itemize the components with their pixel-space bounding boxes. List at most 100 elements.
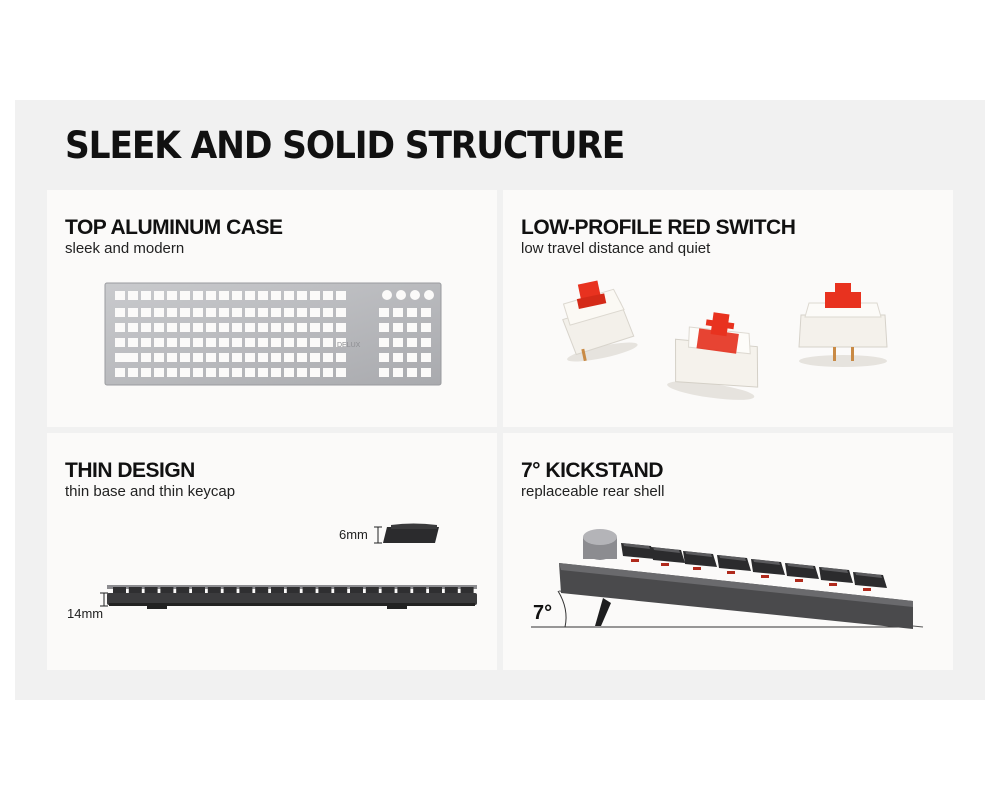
plate-hole — [393, 308, 403, 317]
plate-hole — [219, 323, 229, 332]
feature-panel: SLEEK AND SOLID STRUCTURE TOP ALUMINUM C… — [15, 100, 985, 700]
plate-hole — [167, 323, 177, 332]
plate-hole — [284, 368, 294, 377]
keycap-side — [176, 587, 190, 594]
plate-hole — [271, 353, 281, 362]
plate-hole — [206, 353, 216, 362]
plate-hole — [167, 291, 177, 300]
plate-hole — [180, 368, 190, 377]
card-title: 7° KICKSTAND — [521, 459, 664, 482]
keycap — [717, 555, 751, 574]
keycap — [651, 547, 685, 566]
plate-hole — [323, 291, 333, 300]
plate-hole — [336, 323, 346, 332]
kickstand-angle-label: 7° — [533, 602, 552, 624]
card-title: LOW-PROFILE RED SWITCH — [521, 216, 796, 239]
plate-hole — [128, 323, 138, 332]
keycap-side — [413, 587, 427, 594]
plate-hole — [141, 323, 151, 332]
plate-hole — [407, 338, 417, 347]
plate-hole — [141, 308, 151, 317]
keycap-side — [302, 587, 316, 594]
plate-hole — [421, 323, 431, 332]
plate-hole — [379, 353, 389, 362]
thin-keyboard-image: 6mm 14mm — [67, 523, 477, 621]
plate-hole — [115, 308, 125, 317]
plate-hole — [421, 338, 431, 347]
plate-hole — [297, 338, 307, 347]
card-kickstand: 7° KICKSTAND replaceable rear shell 7° — [503, 433, 953, 670]
plate-hole — [141, 368, 151, 377]
keycap-side — [397, 587, 411, 594]
plate-hole — [245, 368, 255, 377]
plate-hole — [167, 353, 177, 362]
plate-hole — [297, 291, 307, 300]
keycap — [853, 572, 887, 591]
plate-hole — [115, 291, 125, 300]
switch-left — [562, 280, 638, 362]
plate-hole — [284, 338, 294, 347]
plate-hole — [154, 291, 164, 300]
plate-hole — [284, 291, 294, 300]
card-subtitle: sleek and modern — [65, 240, 185, 257]
plate-hole — [310, 291, 320, 300]
keycap-side — [286, 587, 300, 594]
keycap-side — [271, 587, 284, 594]
plate-hole — [310, 353, 320, 362]
plate-hole — [297, 323, 307, 332]
keycap — [819, 567, 853, 586]
keycap-side — [334, 587, 348, 594]
plate-hole — [115, 353, 133, 362]
plate-hole — [115, 338, 125, 347]
keycap-side — [381, 587, 395, 594]
plate-hole — [154, 323, 164, 332]
switch-right — [798, 283, 888, 367]
plate-hole — [379, 323, 389, 332]
plate-hole — [245, 323, 255, 332]
keycap-shape — [383, 527, 439, 543]
plate-hole — [206, 291, 216, 300]
plate-hole — [323, 368, 333, 377]
keycap-side — [444, 587, 458, 594]
plate-hole — [193, 368, 203, 377]
keycap-side — [239, 587, 253, 594]
plate-logo: DELUX — [337, 342, 361, 349]
card-title: THIN DESIGN — [65, 459, 195, 482]
keycap-side — [207, 587, 221, 594]
plate-hole — [115, 323, 125, 332]
plate-hole — [167, 368, 177, 377]
plate-hole — [407, 368, 417, 377]
plate-hole — [382, 290, 392, 300]
plate-hole — [258, 368, 268, 377]
plate-hole — [245, 291, 255, 300]
plate-hole — [379, 338, 389, 347]
plate-hole — [115, 368, 125, 377]
red-switch-image — [562, 280, 888, 400]
plate-hole — [424, 290, 434, 300]
plate-hole — [128, 308, 138, 317]
plate-hole — [128, 338, 138, 347]
aluminum-plate-image: DELUX — [104, 282, 442, 386]
plate-hole — [323, 323, 333, 332]
plate-hole — [379, 368, 389, 377]
plate-hole — [258, 338, 268, 347]
plate-hole — [323, 353, 333, 362]
plate-hole — [284, 323, 294, 332]
plate-hole — [284, 308, 294, 317]
plate-hole — [310, 368, 320, 377]
keycap-side — [223, 587, 237, 594]
plate-hole — [180, 308, 190, 317]
plate-hole — [379, 308, 389, 317]
plate-hole — [232, 353, 242, 362]
plate-hole — [219, 338, 229, 347]
keycap — [621, 543, 655, 562]
plate-hole — [323, 338, 333, 347]
kickstand-keyboard-image: 7° — [531, 529, 924, 629]
plate-hole — [271, 323, 281, 332]
plate-hole — [128, 353, 138, 362]
plate-hole — [232, 308, 242, 317]
plate-hole — [180, 323, 190, 332]
keycap-side — [365, 587, 379, 594]
plate-hole — [206, 323, 216, 332]
plate-hole — [271, 368, 281, 377]
